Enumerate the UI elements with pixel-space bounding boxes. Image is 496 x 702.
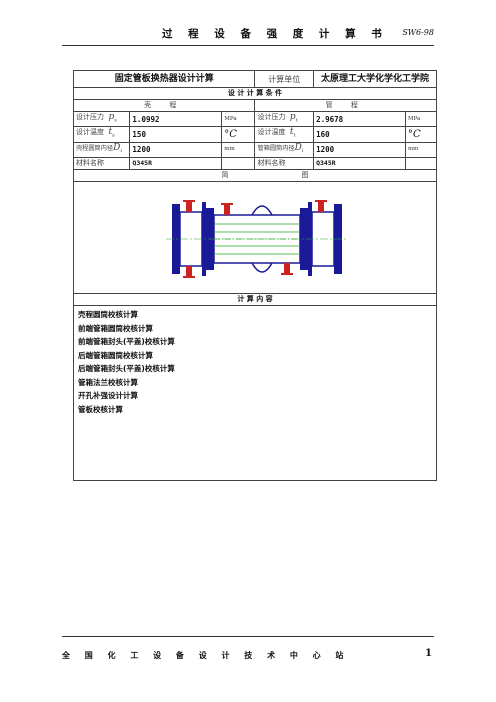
shell-material-label: 材料名称: [72, 157, 131, 171]
shell-temp-value: 150: [129, 126, 223, 143]
shell-side-header: 壳 程: [72, 99, 256, 112]
calc-item: 前端管箱圆筒校核计算: [78, 323, 153, 333]
shell-temp-unit: °C: [221, 126, 256, 143]
conditions-header-row: 设 计 计 算 条 件: [73, 87, 437, 100]
shell-pressure-label: 设计压力 ps: [72, 110, 131, 128]
diameter-row: 壳程圆筒内径Di 1200 mm 管箱圆筒内径Di 1200 mm: [72, 141, 438, 159]
tube-temp-label: 设计温度 tt: [254, 126, 315, 143]
page-header: 过 程 设 备 强 度 计 算 书 SW6-98: [62, 26, 434, 42]
form-title-row: 固定管板换热器设计计算 计算单位 太原理工大学化学化工学院: [72, 70, 437, 88]
footer-rule: [62, 636, 434, 637]
calc-list-row: 壳程圆筒校核计算 前端管箱圆筒校核计算 前端管箱封头(平盖)校核计算 后端管箱圆…: [73, 305, 437, 482]
document-title: 过 程 设 备 强 度 计 算 书: [162, 28, 388, 40]
tube-pressure-value: 2.9678: [313, 110, 406, 128]
diagram-header: 简图: [73, 169, 437, 183]
tube-material-value: Q345R: [313, 157, 406, 171]
shell-diameter-label: 壳程圆筒内径Di: [72, 141, 131, 159]
diagram-row: [73, 181, 437, 295]
side-header-row: 壳 程 管 程: [72, 99, 437, 112]
expansion-joint: [251, 205, 273, 273]
shell-pressure-value: 1.0992: [129, 110, 223, 128]
shell-pressure-unit: MPa: [221, 110, 256, 128]
shell-material-value: Q345R: [129, 157, 223, 171]
calc-item: 开孔补强设计计算: [78, 391, 138, 401]
calc-item: 管板校核计算: [78, 404, 123, 414]
calc-list: 壳程圆筒校核计算 前端管箱圆筒校核计算 前端管箱封头(平盖)校核计算 后端管箱圆…: [73, 305, 437, 482]
shell-diameter-value: 1200: [129, 141, 223, 159]
material-row: 材料名称 Q345R 材料名称 Q345R: [72, 157, 438, 171]
tube-diameter-label: 管箱圆筒内径Di: [254, 141, 315, 159]
tube-diameter-value: 1200: [313, 141, 406, 159]
diagram-header-row: 简图: [73, 169, 437, 183]
calc-header: 计 算 内 容: [73, 293, 437, 307]
tube-side-header: 管 程: [254, 99, 437, 112]
calc-header-row: 计 算 内 容: [73, 293, 437, 307]
tube-diameter-unit: mm: [404, 141, 438, 159]
diagram-cell: [73, 181, 437, 295]
tube-pressure-label: 设计压力 pt: [254, 110, 315, 128]
shell-material-empty: [221, 157, 256, 171]
software-code: SW6-98: [402, 28, 434, 37]
temperature-row: 设计温度 ts 150 °C 设计温度 tt 160 °C: [72, 126, 438, 143]
page-number: 1: [425, 648, 432, 659]
pressure-row: 设计压力 ps 1.0992 MPa 设计压力 pt 2.9678 MPa: [72, 110, 438, 128]
footer-organization: 全 国 化 工 设 备 设 计 技 术 中 心 站: [62, 650, 350, 660]
calc-item: 管箱法兰校核计算: [78, 377, 138, 387]
heat-exchanger-diagram: [166, 200, 348, 279]
unit-value: 太原理工大学化学化工学院: [313, 70, 437, 88]
calc-item: 后端管箱封头(平盖)校核计算: [78, 364, 175, 374]
tube-material-label: 材料名称: [254, 157, 315, 171]
tube-temp-unit: °C: [404, 126, 438, 143]
calculation-form: 固定管板换热器设计计算 计算单位 太原理工大学化学化工学院 设 计 计 算 条 …: [72, 70, 438, 482]
tube-material-empty: [404, 157, 438, 171]
unit-label: 计算单位: [254, 70, 315, 88]
calc-item: 前端管箱封头(平盖)校核计算: [78, 337, 175, 347]
form-title: 固定管板换热器设计计算: [72, 70, 256, 88]
shell-pressure-symbol: p: [108, 112, 115, 122]
shell-temp-label: 设计温度 ts: [72, 126, 131, 143]
header-rule: [62, 45, 434, 46]
tube-pressure-unit: MPa: [404, 110, 438, 128]
conditions-header: 设 计 计 算 条 件: [73, 87, 437, 100]
calc-item: 后端管箱圆筒校核计算: [78, 350, 153, 360]
calc-item: 壳程圆筒校核计算: [78, 310, 138, 320]
tube-temp-value: 160: [313, 126, 406, 143]
nozzles: [183, 200, 327, 279]
shell-diameter-unit: mm: [221, 141, 256, 159]
